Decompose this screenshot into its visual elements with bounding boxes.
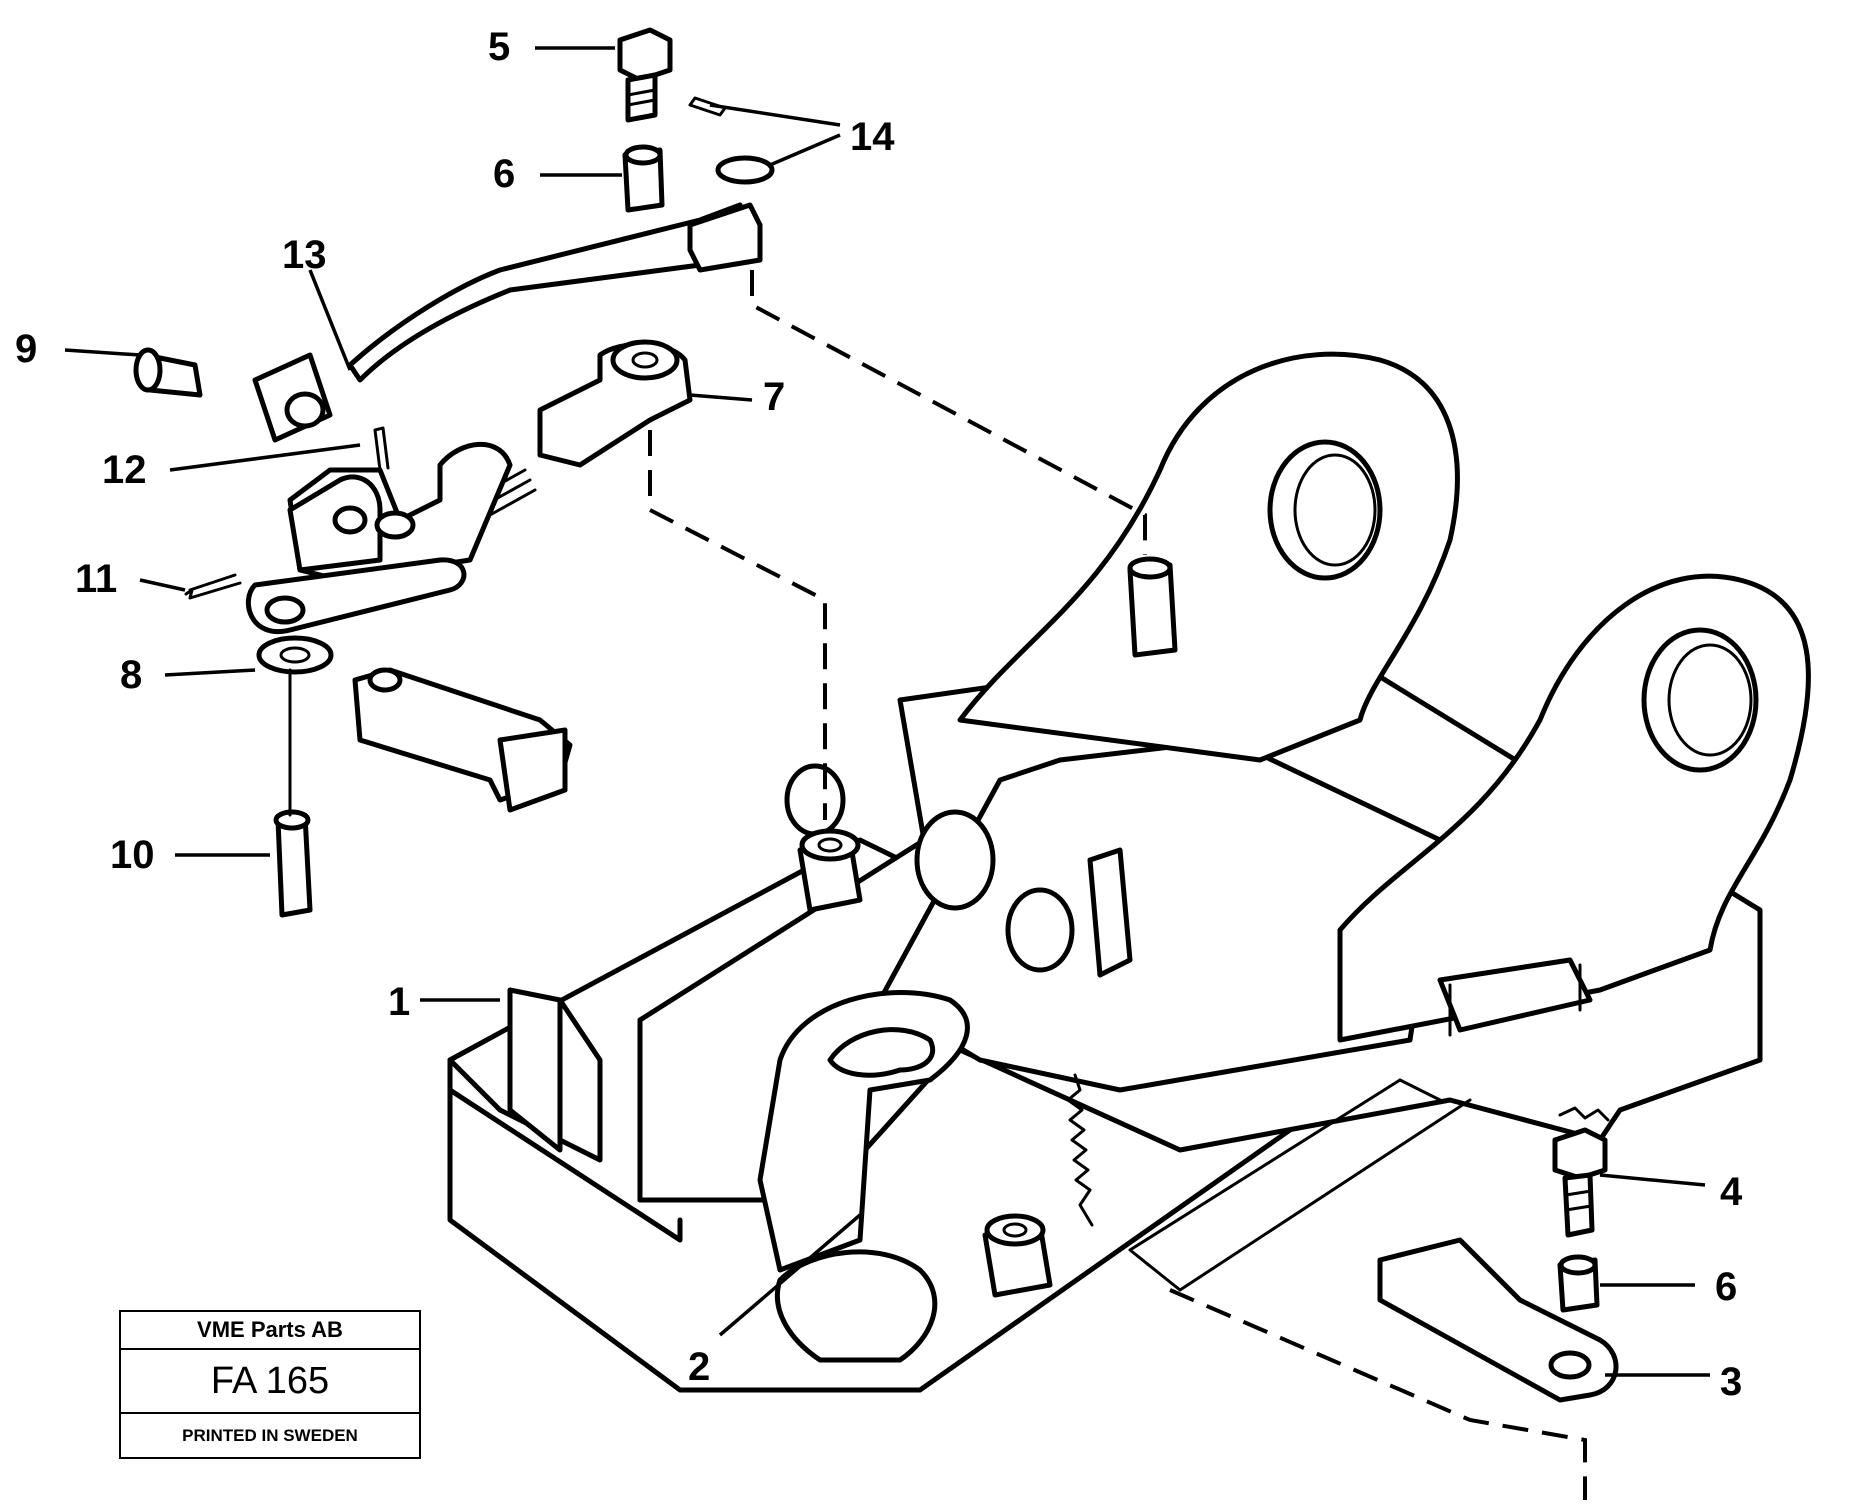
callout-9: 9 [15, 327, 37, 371]
title-block: VME Parts AB FA 165 PRINTED IN SWEDEN [119, 1310, 421, 1459]
drawing-code: FA 165 [121, 1350, 419, 1414]
callout-10: 10 [110, 833, 155, 877]
callout-labels: 1 2 3 4 5 6 6 7 8 9 10 11 12 13 14 [15, 25, 1743, 1404]
callout-5: 5 [488, 25, 510, 69]
callout-12: 12 [102, 448, 147, 492]
callout-4: 4 [1720, 1170, 1743, 1214]
linkage-parts [133, 27, 1619, 1403]
main-frame [447, 351, 1811, 1393]
callout-13: 13 [282, 233, 327, 277]
callout-1: 1 [388, 980, 410, 1024]
callout-2: 2 [688, 1345, 710, 1389]
printed-note: PRINTED IN SWEDEN [182, 1425, 358, 1445]
company-name: VME Parts AB [121, 1312, 419, 1350]
callout-14: 14 [850, 115, 895, 159]
callout-6-top: 6 [493, 152, 515, 196]
callout-11: 11 [75, 557, 117, 601]
callout-8: 8 [120, 653, 142, 697]
callout-3: 3 [1720, 1360, 1742, 1404]
callout-6-bottom: 6 [1715, 1265, 1737, 1309]
lever-arm [252, 202, 763, 443]
leader-lines [64, 46, 1710, 1377]
assembly-lines [648, 270, 1587, 1500]
callout-7: 7 [763, 375, 785, 419]
